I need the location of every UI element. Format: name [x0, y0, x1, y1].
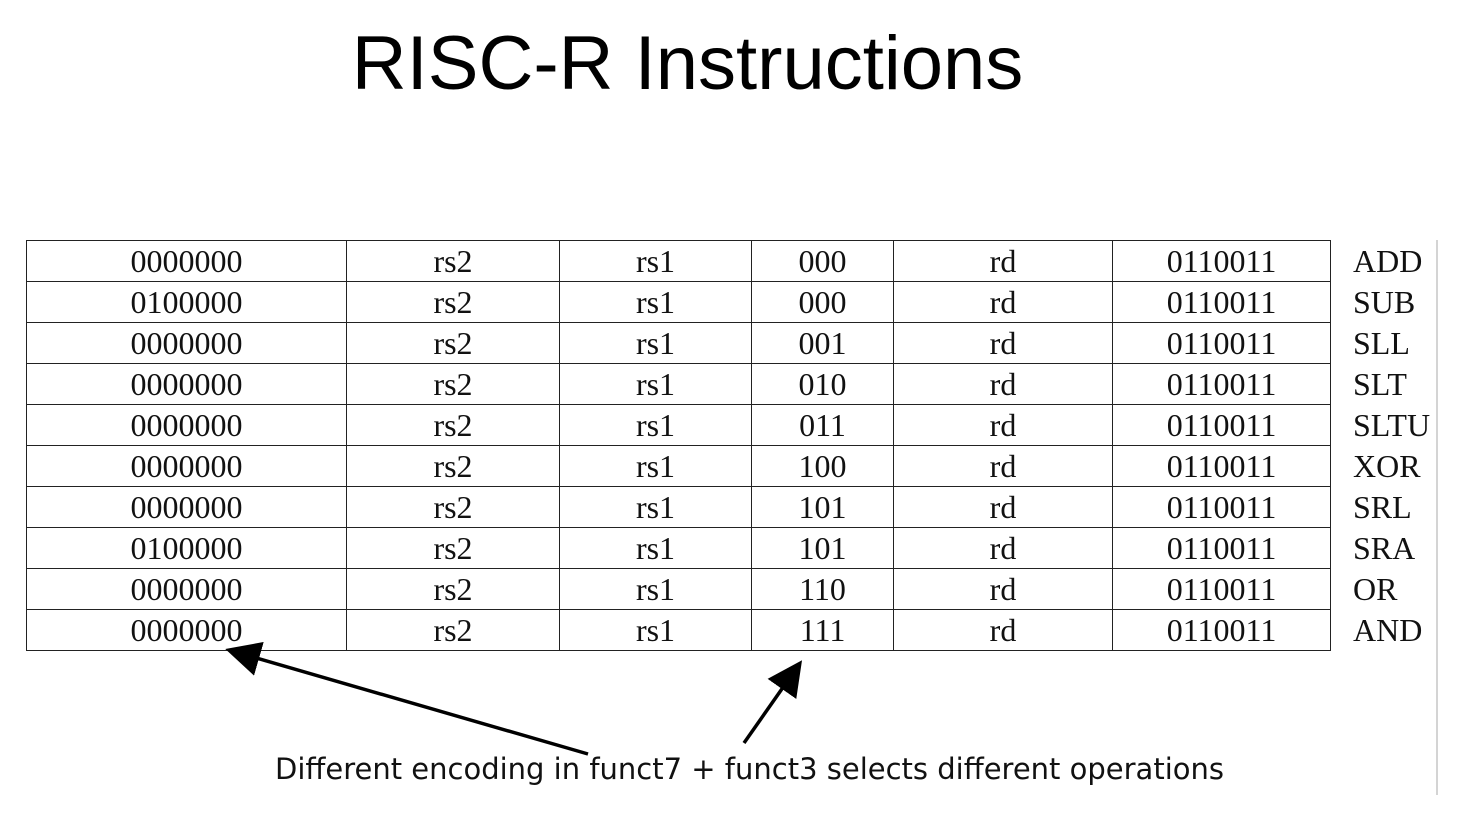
rd-cell: rd	[893, 322, 1113, 364]
funct7-cell: 0000000	[26, 322, 347, 364]
mnemonic-cell: XOR	[1353, 448, 1421, 484]
opcode-cell: 0110011	[1112, 363, 1331, 405]
rd-cell: rd	[893, 609, 1113, 651]
rs2-cell: rs2	[346, 445, 560, 487]
funct3-arrow	[742, 660, 803, 745]
rs2-cell: rs2	[346, 486, 560, 528]
rs2-cell: rs2	[346, 281, 560, 323]
caption: Different encoding in funct7 + funct3 se…	[275, 752, 1224, 786]
rs2-cell: rs2	[346, 527, 560, 569]
rs1-cell: rs1	[559, 486, 752, 528]
rs1-cell: rs1	[559, 609, 752, 651]
rs2-cell: rs2	[346, 240, 560, 282]
funct7-arrow	[225, 641, 589, 756]
opcode-cell: 0110011	[1112, 281, 1331, 323]
rs1-cell: rs1	[559, 240, 752, 282]
funct3-cell: 100	[751, 445, 894, 487]
funct3-cell: 111	[751, 609, 894, 651]
mnemonic-cell: SUB	[1353, 284, 1416, 320]
rs2-cell: rs2	[346, 322, 560, 364]
rd-cell: rd	[893, 404, 1113, 446]
funct3-cell: 101	[751, 486, 894, 528]
funct7-cell: 0000000	[26, 240, 347, 282]
opcode-cell: 0110011	[1112, 486, 1331, 528]
rs1-cell: rs1	[559, 322, 752, 364]
rs2-cell: rs2	[346, 363, 560, 405]
rd-cell: rd	[893, 363, 1113, 405]
mnemonic-cell: SLL	[1353, 325, 1410, 361]
funct7-cell: 0000000	[26, 404, 347, 446]
funct3-cell: 000	[751, 240, 894, 282]
rs2-cell: rs2	[346, 568, 560, 610]
mnemonic-cell: AND	[1353, 612, 1423, 648]
slide-title: RISC-R Instructions	[351, 21, 1024, 106]
mnemonic-cell: SLTU	[1353, 407, 1431, 443]
mnemonic-cell: SRL	[1353, 489, 1412, 525]
rd-cell: rd	[893, 486, 1113, 528]
funct3-cell: 011	[751, 404, 894, 446]
funct7-cell: 0000000	[26, 568, 347, 610]
opcode-cell: 0110011	[1112, 609, 1331, 651]
mnemonic-cell: OR	[1353, 571, 1398, 607]
opcode-cell: 0110011	[1112, 568, 1331, 610]
rs1-cell: rs1	[559, 527, 752, 569]
funct3-cell: 000	[751, 281, 894, 323]
mnemonic-cell: SRA	[1353, 530, 1416, 566]
funct7-cell: 0000000	[26, 445, 347, 487]
funct7-cell: 0100000	[26, 281, 347, 323]
opcode-cell: 0110011	[1112, 404, 1331, 446]
funct7-cell: 0000000	[26, 486, 347, 528]
funct3-cell: 010	[751, 363, 894, 405]
mnemonic-cell: SLT	[1353, 366, 1407, 402]
rd-cell: rd	[893, 445, 1113, 487]
funct7-cell: 0000000	[26, 609, 347, 651]
rd-cell: rd	[893, 527, 1113, 569]
funct3-cell: 101	[751, 527, 894, 569]
rs1-cell: rs1	[559, 445, 752, 487]
funct3-cell: 001	[751, 322, 894, 364]
funct7-cell: 0100000	[26, 527, 347, 569]
right-edge-divider	[1436, 240, 1438, 795]
opcode-cell: 0110011	[1112, 527, 1331, 569]
rs2-cell: rs2	[346, 609, 560, 651]
opcode-cell: 0110011	[1112, 322, 1331, 364]
rs1-cell: rs1	[559, 363, 752, 405]
rs1-cell: rs1	[559, 281, 752, 323]
funct7-cell: 0000000	[26, 363, 347, 405]
rs2-cell: rs2	[346, 404, 560, 446]
opcode-cell: 0110011	[1112, 445, 1331, 487]
mnemonic-cell: ADD	[1353, 243, 1423, 279]
opcode-cell: 0110011	[1112, 240, 1331, 282]
rs1-cell: rs1	[559, 568, 752, 610]
rd-cell: rd	[893, 240, 1113, 282]
funct3-cell: 110	[751, 568, 894, 610]
rd-cell: rd	[893, 281, 1113, 323]
rs1-cell: rs1	[559, 404, 752, 446]
rd-cell: rd	[893, 568, 1113, 610]
